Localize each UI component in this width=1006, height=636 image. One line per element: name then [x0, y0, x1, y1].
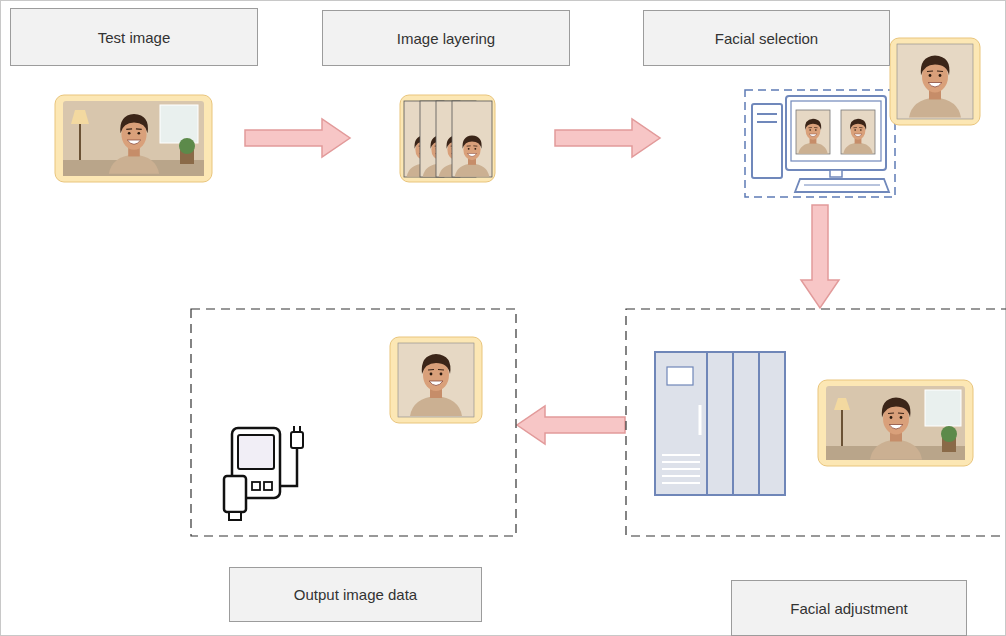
- flow-arrow: [517, 406, 625, 444]
- server-icon: [655, 352, 785, 495]
- lamp-shade: [834, 398, 850, 410]
- process-stage: Facial adjustment: [625, 308, 1006, 537]
- tower-slot: [757, 113, 777, 115]
- plug-pins: [294, 426, 300, 432]
- photo-card: [818, 380, 973, 466]
- face: [455, 136, 490, 177]
- stage-label: Facial adjustment: [731, 580, 967, 636]
- usb-stick: [224, 476, 246, 512]
- cabinet-vents: [662, 455, 700, 483]
- process-stage: Image layering: [350, 93, 555, 183]
- cabinet-divider: [758, 352, 760, 495]
- device-button: [264, 482, 272, 490]
- cabinet-divider: [706, 352, 708, 495]
- stage-label: Test image: [10, 8, 258, 66]
- plant: [179, 138, 195, 154]
- process-stage: Test image: [55, 93, 245, 183]
- server-cabinet: [655, 352, 785, 495]
- flow-arrow: [801, 205, 839, 308]
- layer-frame: [452, 101, 492, 177]
- photo-card: [390, 337, 482, 423]
- adjusted-image-picture: [818, 380, 973, 466]
- flow-arrow: [555, 119, 660, 157]
- usb-plug: [229, 512, 241, 520]
- photo-card: [55, 95, 212, 182]
- face: [798, 119, 827, 154]
- photo-card: [890, 38, 980, 125]
- photo-card: [400, 95, 495, 182]
- keyboard-keys: [804, 185, 880, 186]
- process-stage: Facial selection: [660, 88, 895, 205]
- photo-background: [897, 44, 973, 119]
- dashed-region: [625, 308, 1006, 537]
- keyboard: [795, 179, 889, 192]
- face: [843, 119, 872, 154]
- cabinet-divider: [732, 352, 734, 495]
- dashed-frame: [745, 90, 895, 197]
- stage-label: Image layering: [322, 10, 570, 66]
- lamp-shade: [71, 110, 89, 124]
- storage-device-icon: [224, 426, 303, 520]
- screen-photo: [841, 110, 875, 154]
- plant: [941, 426, 957, 442]
- stage-title: Facial adjustment: [790, 600, 908, 617]
- cable-plug: [291, 432, 303, 448]
- stage-title: Facial selection: [715, 30, 818, 47]
- dashed-outline: [626, 309, 1006, 536]
- computer-icon: [745, 90, 895, 197]
- cabinet-panel: [667, 367, 693, 385]
- device-screen: [238, 435, 274, 469]
- window: [160, 105, 198, 143]
- screen-photo: [796, 110, 830, 154]
- tower: [752, 104, 782, 178]
- photo-background: [398, 343, 474, 417]
- monitor: [786, 96, 886, 170]
- dashed-region: [190, 308, 517, 537]
- selected-face-picture: [890, 38, 980, 125]
- test-image-picture: [55, 95, 212, 182]
- stage-title: Test image: [98, 29, 171, 46]
- output-face-picture: [390, 337, 482, 423]
- stage-label: Output image data: [229, 567, 482, 622]
- tower-slot: [757, 121, 777, 123]
- face: [870, 398, 922, 460]
- photo-background: [826, 386, 965, 460]
- screen: [791, 101, 881, 161]
- window: [925, 390, 961, 426]
- photo-background: [63, 101, 204, 176]
- layering-picture: [400, 95, 495, 182]
- stage-title: Output image data: [294, 586, 417, 603]
- stage-title: Image layering: [397, 30, 495, 47]
- stage-label: Facial selection: [643, 10, 890, 66]
- cable: [280, 448, 297, 486]
- flow-arrow: [245, 119, 350, 157]
- face: [109, 114, 159, 174]
- face: [410, 354, 462, 416]
- device-button: [252, 482, 260, 490]
- face: [909, 56, 961, 118]
- process-stage: Output image data: [190, 308, 517, 537]
- monitor-stand: [830, 170, 842, 177]
- dashed-outline: [191, 309, 516, 536]
- cabinet-handle: [699, 405, 702, 435]
